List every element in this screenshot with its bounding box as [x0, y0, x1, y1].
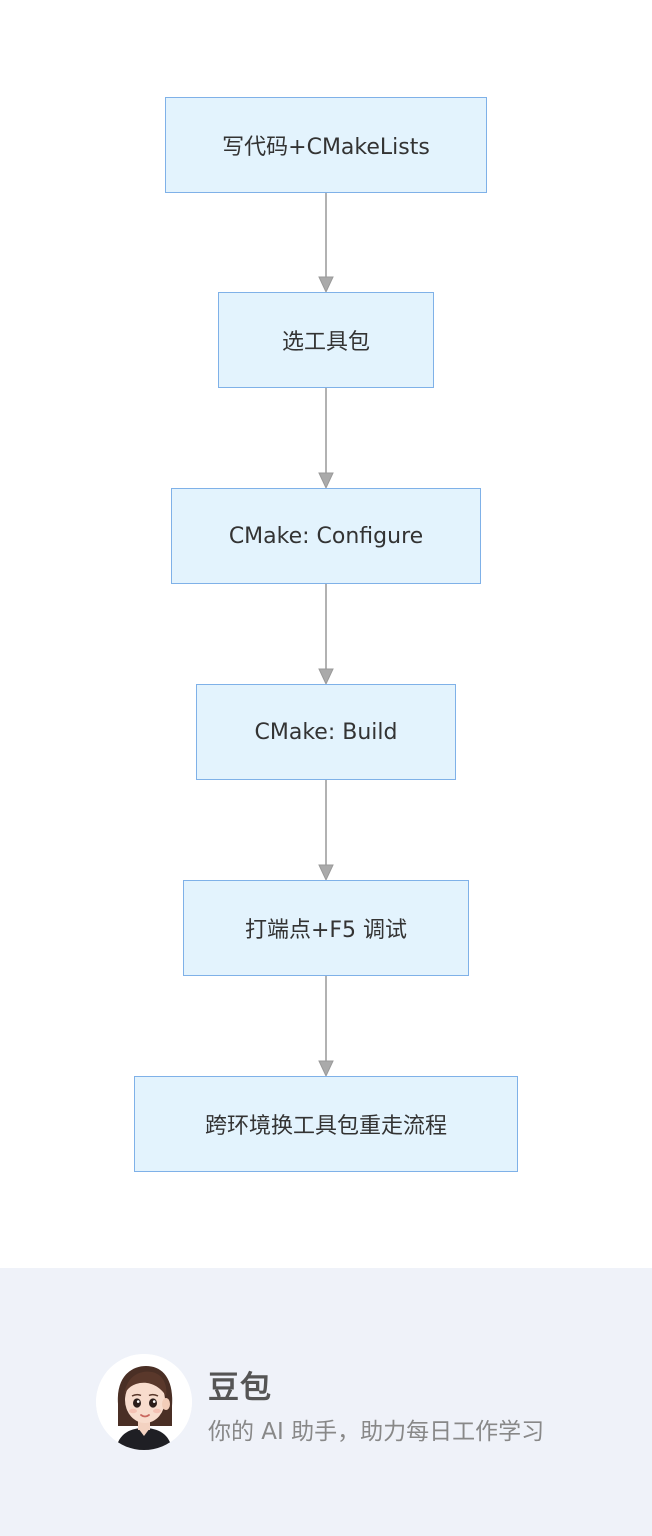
- node-cmake-build: CMake: Build: [196, 684, 456, 780]
- avatar-girl-icon: [96, 1354, 192, 1450]
- flowchart-canvas: 写代码+CMakeLists 选工具包 CMake: Configure CMa…: [134, 97, 518, 1172]
- node-write-code: 写代码+CMakeLists: [165, 97, 487, 193]
- node-label: 跨环境换工具包重走流程: [204, 1114, 447, 1139]
- edge-arrowhead-3: [318, 668, 334, 686]
- node-label: 选工具包: [281, 330, 370, 355]
- node-label: CMake: Build: [254, 719, 398, 745]
- flowchart-edges: [318, 193, 334, 1078]
- edge-arrowhead-4: [318, 864, 334, 882]
- node-label: 写代码+CMakeLists: [222, 135, 430, 160]
- edge-arrowhead-2: [318, 472, 334, 490]
- node-cross-env: 跨环境换工具包重走流程: [134, 1076, 518, 1172]
- node-cmake-configure: CMake: Configure: [171, 488, 481, 584]
- brand-name: 豆包: [208, 1370, 272, 1406]
- footer-banner: 豆包 你的 AI 助手，助力每日工作学习: [0, 1268, 652, 1536]
- node-breakpoint-debug: 打端点+F5 调试: [183, 880, 469, 976]
- edge-arrowhead-1: [318, 276, 334, 294]
- edge-arrowhead-5: [318, 1060, 334, 1078]
- node-label: CMake: Configure: [228, 523, 424, 549]
- brand-tagline: 你的 AI 助手，助力每日工作学习: [208, 1419, 545, 1445]
- node-select-kit: 选工具包: [218, 292, 434, 388]
- node-label: 打端点+F5 调试: [244, 918, 408, 943]
